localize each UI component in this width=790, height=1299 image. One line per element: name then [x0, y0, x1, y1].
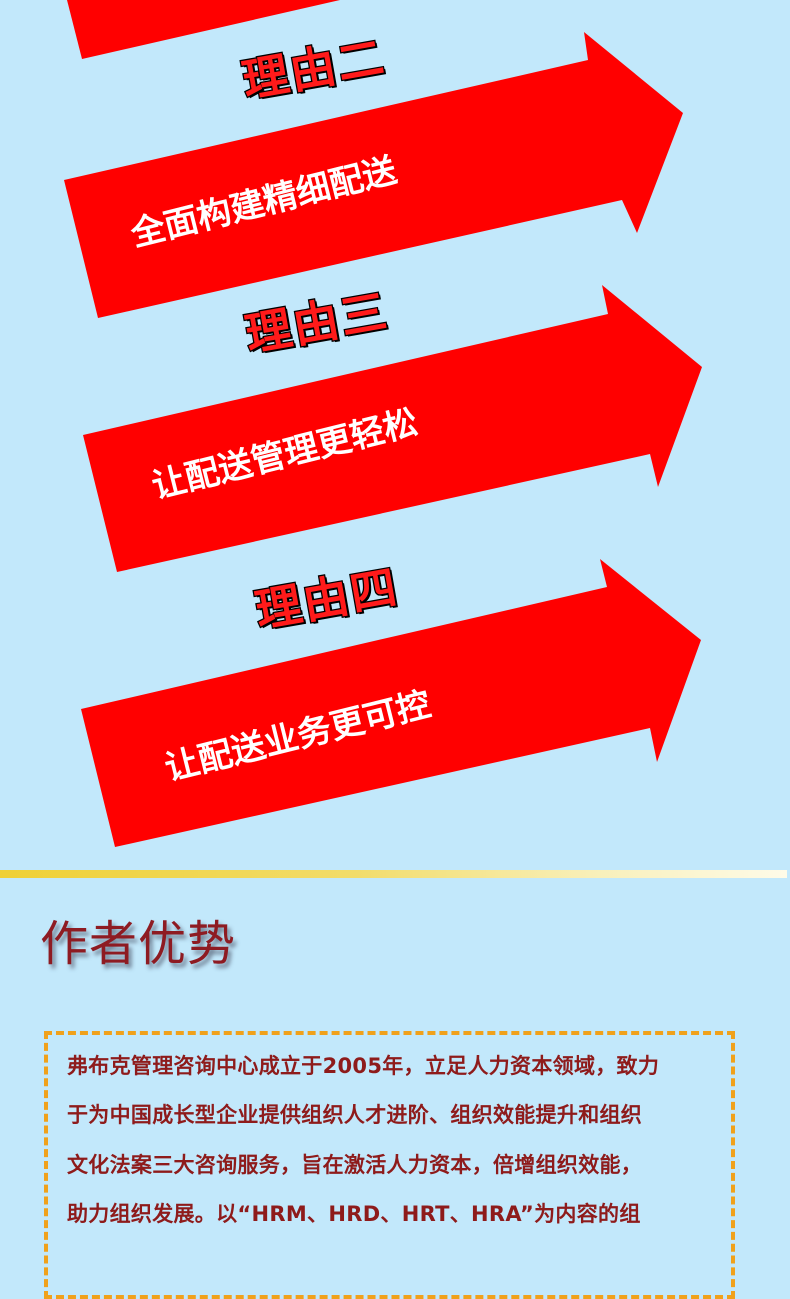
arrow-shape-reason-2 — [64, 32, 683, 318]
arrow-shape-reason-1-partial — [67, 0, 340, 59]
section-divider — [0, 870, 787, 878]
arrow-shape-reason-4 — [81, 559, 701, 847]
intro-line-4: 助力组织发展。以“HRM、HRD、HRT、HRA”为内容的组 — [67, 1202, 641, 1226]
author-intro-box: 弗布克管理咨询中心成立于2005年，立足人力资本领域，致力 于为中国成长型企业提… — [44, 1031, 735, 1299]
intro-line-3: 文化法案三大咨询服务，旨在激活人力资本，倍增组织效能， — [67, 1153, 643, 1177]
intro-line-1: 弗布克管理咨询中心成立于2005年，立足人力资本领域，致力 — [67, 1054, 660, 1078]
arrow-shape-reason-3 — [83, 285, 702, 572]
reason-arrows-graphic — [64, 0, 702, 847]
intro-line-2: 于为中国成长型企业提供组织人才进阶、组织效能提升和组织 — [67, 1103, 643, 1127]
author-section-title: 作者优势 — [40, 916, 237, 972]
